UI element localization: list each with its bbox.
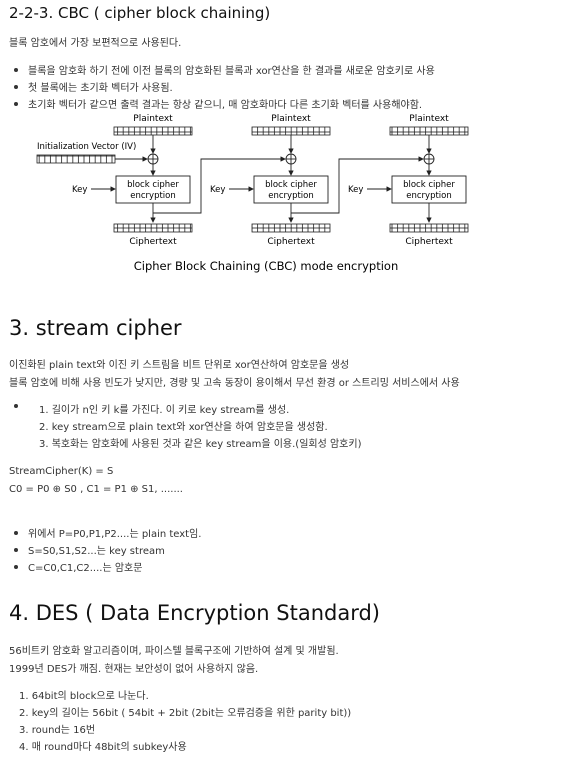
xor-icon (423, 153, 435, 165)
stream-line-2: 블록 암호에 비해 사용 빈도가 낮지만, 경량 및 고속 동장이 용이해서 무… (9, 378, 460, 389)
numbered-item: 1. 길이가 n인 키 k를 가진다. 이 키로 key stream를 생성. (39, 405, 290, 416)
cbc-heading: 2-2-3. CBC ( cipher block chaining) (9, 4, 271, 22)
key-label-3: Key (348, 185, 363, 195)
list-item: S=S0,S1,S2...는 key stream (14, 542, 165, 557)
stream-line-1: 이진화된 plain text와 이진 키 스트림을 비트 단위로 xor연산하… (9, 360, 350, 371)
ciphertext-block-3 (389, 223, 469, 233)
plaintext-block-2 (251, 126, 331, 136)
bullet-icon (14, 85, 18, 89)
plaintext-block-3 (389, 126, 469, 136)
bullet-icon (14, 565, 18, 569)
iv-label: Initialization Vector (IV) (37, 142, 136, 152)
stream-heading: 3. stream cipher (9, 316, 182, 340)
key-label-2: Key (210, 185, 225, 195)
plaintext-block-1 (113, 126, 193, 136)
numbered-item: 3. round는 16번 (19, 725, 96, 736)
numbered-item: 1. 64bit의 block으로 나눈다. (19, 691, 149, 702)
ciphertext-block-2 (251, 223, 331, 233)
block-label: block cipher (403, 180, 455, 190)
des-heading: 4. DES ( Data Encryption Standard) (9, 601, 380, 625)
ciphertext-label-1: Ciphertext (129, 237, 177, 247)
list-item (14, 402, 28, 413)
block-label: encryption (130, 191, 176, 201)
plaintext-label-1: Plaintext (133, 114, 173, 124)
numbered-item: 3. 복호화는 암호화에 사용된 것과 같은 key stream을 이용.(일… (39, 439, 362, 450)
des-line-2: 1999년 DES가 깨짐. 현재는 보안성이 없어 사용하지 않음. (9, 664, 259, 675)
block-cipher-box-1 (115, 175, 191, 204)
list-item: 초기화 벡터가 같으면 출력 결과는 항상 같으니, 매 암호화마다 다른 초기… (14, 96, 422, 111)
bullet-icon (14, 68, 18, 72)
xor-icon (285, 153, 297, 165)
numbered-item: 4. 매 round마다 48bit의 subkey사용 (19, 742, 187, 753)
diagram-caption: Cipher Block Chaining (CBC) mode encrypt… (134, 259, 399, 273)
plaintext-label-2: Plaintext (271, 114, 311, 124)
block-label: block cipher (127, 180, 179, 190)
bullet-icon (14, 548, 18, 552)
numbered-item: 2. key의 길이는 56bit ( 54bit + 2bit (2bit는 … (19, 708, 352, 719)
block-cipher-box-2 (253, 175, 329, 204)
cbc-diagram: Plaintext Plaintext Plaintext Initializa… (36, 114, 469, 273)
xor-icon (147, 153, 159, 165)
list-item: C=C0,C1,C2....는 암호문 (14, 559, 142, 574)
list-item: 위에서 P=P0,P1,P2....는 plain text임. (14, 525, 201, 540)
bullet-icon (14, 102, 18, 106)
block-label: encryption (406, 191, 452, 201)
list-item: 첫 블록에는 초기화 벡터가 사용됨. (14, 79, 173, 94)
ciphertext-label-3: Ciphertext (405, 237, 453, 247)
bullet-icon (14, 404, 18, 408)
numbered-item: 2. key stream으로 plain text와 xor연산을 하여 암호… (39, 422, 328, 433)
iv-block (36, 154, 116, 164)
des-line-1: 56비트키 암호화 알고리즘이며, 파이스텔 블록구조에 기반하여 설계 및 개… (9, 646, 339, 657)
block-label: block cipher (265, 180, 317, 190)
block-label: encryption (268, 191, 314, 201)
formula-line: StreamCipher(K) = S (9, 466, 114, 477)
list-item: 블록을 암호화 하기 전에 이전 블록의 암호화된 블록과 xor연산을 한 결… (14, 62, 435, 77)
bullet-icon (14, 531, 18, 535)
key-label-1: Key (72, 185, 87, 195)
cbc-intro: 블록 암호에서 가장 보편적으로 사용된다. (9, 38, 182, 49)
ciphertext-label-2: Ciphertext (267, 237, 315, 247)
ciphertext-block-1 (113, 223, 193, 233)
block-cipher-box-3 (391, 175, 467, 204)
plaintext-label-3: Plaintext (409, 114, 449, 124)
formula-line: C0 = P0 ⊕ S0 , C1 = P1 ⊕ S1, ....... (9, 484, 183, 495)
